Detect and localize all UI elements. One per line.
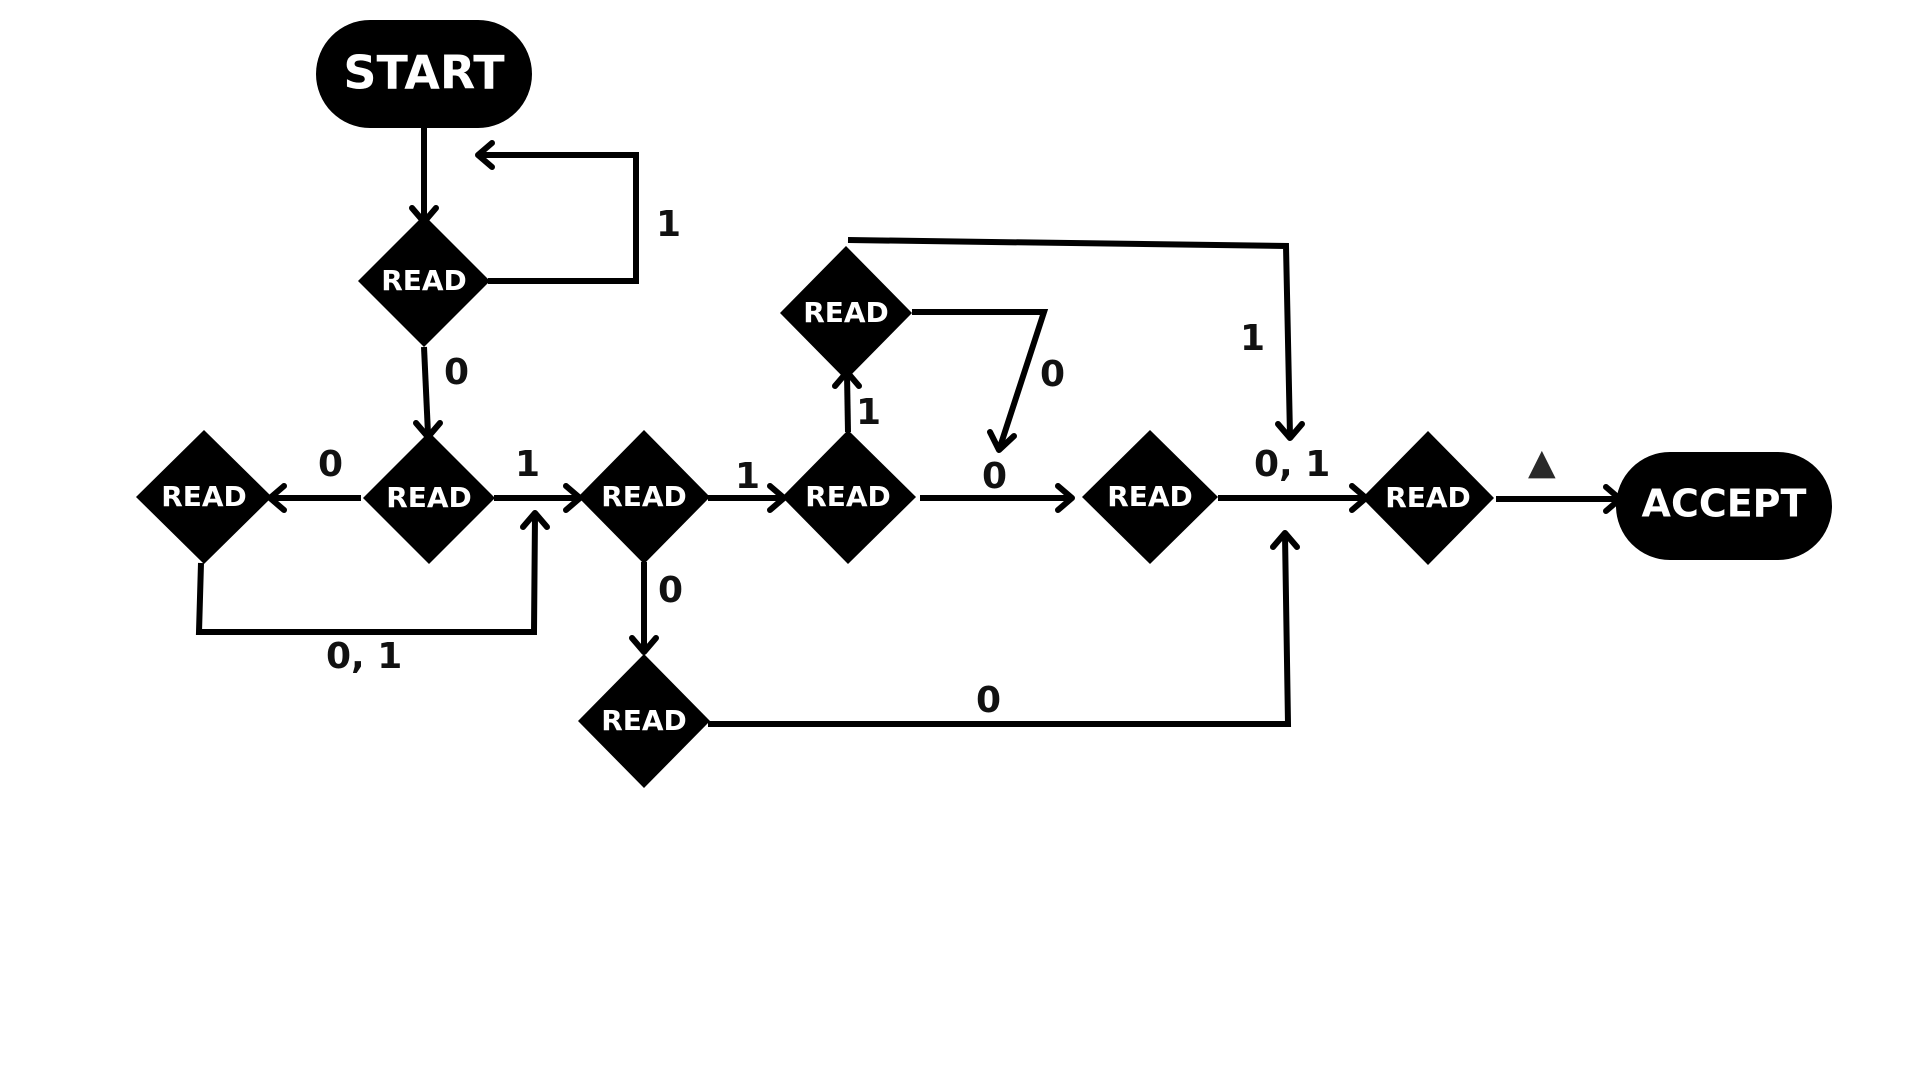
label-lower-to-right: 0 bbox=[976, 680, 1001, 721]
accept-label: ACCEPT bbox=[1642, 482, 1807, 526]
arrowhead bbox=[1275, 421, 1305, 441]
edge-left-back bbox=[195, 514, 538, 635]
edge-mid2-up bbox=[844, 373, 851, 433]
read-label: READ bbox=[381, 264, 467, 297]
label-upper-top-route: 1 bbox=[1240, 318, 1265, 359]
label-mid5-to-mid6: 0, 1 bbox=[1254, 444, 1330, 485]
read-label: READ bbox=[805, 480, 891, 513]
read-node-mid5: READ bbox=[1082, 430, 1218, 564]
edge-upper-loop bbox=[912, 309, 1049, 448]
label-upper-loop: 0 bbox=[1040, 354, 1065, 395]
read-label: READ bbox=[803, 296, 889, 329]
edge-lower-to-right bbox=[708, 534, 1292, 727]
read-label: READ bbox=[1107, 480, 1193, 513]
read-node-midleft: READ bbox=[363, 432, 495, 564]
read-label: READ bbox=[601, 704, 687, 737]
label-mid2-to-mid5: 0 bbox=[982, 456, 1007, 497]
edge-top-to-midleft bbox=[421, 346, 431, 435]
read-label: READ bbox=[601, 480, 687, 513]
arrowhead bbox=[1270, 530, 1300, 550]
label-left-out: 0 bbox=[318, 444, 343, 485]
label-midleft-to-mid1: 1 bbox=[515, 444, 540, 485]
read-node-upper: READ bbox=[780, 246, 912, 380]
label-mid1-down: 0 bbox=[658, 570, 683, 611]
start-node: START bbox=[316, 20, 532, 128]
accept-node: ACCEPT bbox=[1616, 452, 1832, 560]
label-top-loop: 1 bbox=[656, 204, 681, 245]
read-node-top: READ bbox=[358, 215, 490, 347]
label-mid1-to-mid2: 1 bbox=[735, 456, 760, 497]
read-node-left: READ bbox=[136, 430, 272, 564]
read-label: READ bbox=[161, 480, 247, 513]
read-label: READ bbox=[386, 481, 472, 514]
label-mid2-up: 1 bbox=[856, 392, 881, 433]
arrowhead bbox=[475, 140, 495, 170]
read-node-mid1: READ bbox=[578, 430, 710, 564]
edge-upper-top-route bbox=[847, 237, 1293, 437]
read-node-lower: READ bbox=[578, 654, 710, 788]
edge-top-loop bbox=[478, 152, 639, 284]
arrowhead bbox=[1055, 483, 1075, 513]
arrowhead bbox=[987, 429, 1017, 453]
start-label: START bbox=[343, 46, 505, 100]
arrowhead bbox=[520, 510, 550, 530]
read-label: READ bbox=[1385, 481, 1471, 514]
arrowhead bbox=[629, 635, 659, 655]
read-node-mid2: READ bbox=[782, 430, 916, 564]
read-node-mid6: READ bbox=[1362, 431, 1494, 565]
label-top-down: 0 bbox=[444, 352, 469, 393]
label-mid6-to-accept: ▲ bbox=[1528, 442, 1556, 483]
label-left-back: 0, 1 bbox=[326, 636, 402, 677]
